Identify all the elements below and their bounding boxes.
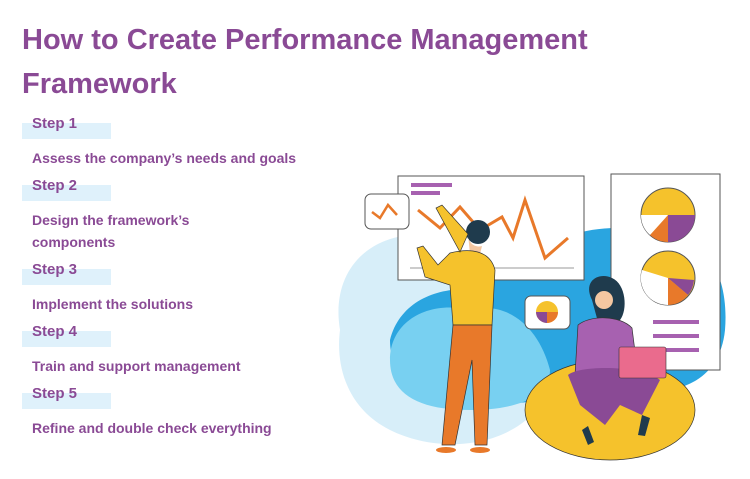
page-title: How to Create Performance Management Fra… [22,24,588,100]
step-description: Refine and double check everything [32,420,272,436]
step-highlight [22,185,111,201]
step-1: Step 1 Assess the company’s needs and go… [22,115,342,169]
man-figure [416,204,496,453]
step-label: Step 5 [22,385,342,411]
step-2: Step 2 Design the framework’s components [22,177,342,253]
step-highlight [22,331,111,347]
step-3: Step 3 Implement the solutions [22,261,342,315]
step-description: Implement the solutions [32,296,194,312]
step-label: Step 4 [22,323,342,349]
woman-figure [524,276,696,461]
step-description: Design the framework’s components [32,212,190,250]
step-label: Step 2 [22,177,342,203]
step-highlight [22,269,111,285]
step-highlight [22,393,111,409]
step-description: Train and support management [32,358,241,374]
step-4: Step 4 Train and support management [22,323,342,377]
steps-list: Step 1 Assess the company’s needs and go… [22,115,342,447]
step-label: Step 3 [22,261,342,287]
pie-chart-board [610,173,721,371]
line-speech-bubble [364,193,410,230]
step-highlight [22,123,111,139]
step-description: Assess the company’s needs and goals [32,150,297,166]
performance-illustration [338,173,726,461]
step-label: Step 1 [22,115,342,141]
pie-speech-bubble [524,295,571,330]
step-5: Step 5 Refine and double check everythin… [22,385,342,439]
